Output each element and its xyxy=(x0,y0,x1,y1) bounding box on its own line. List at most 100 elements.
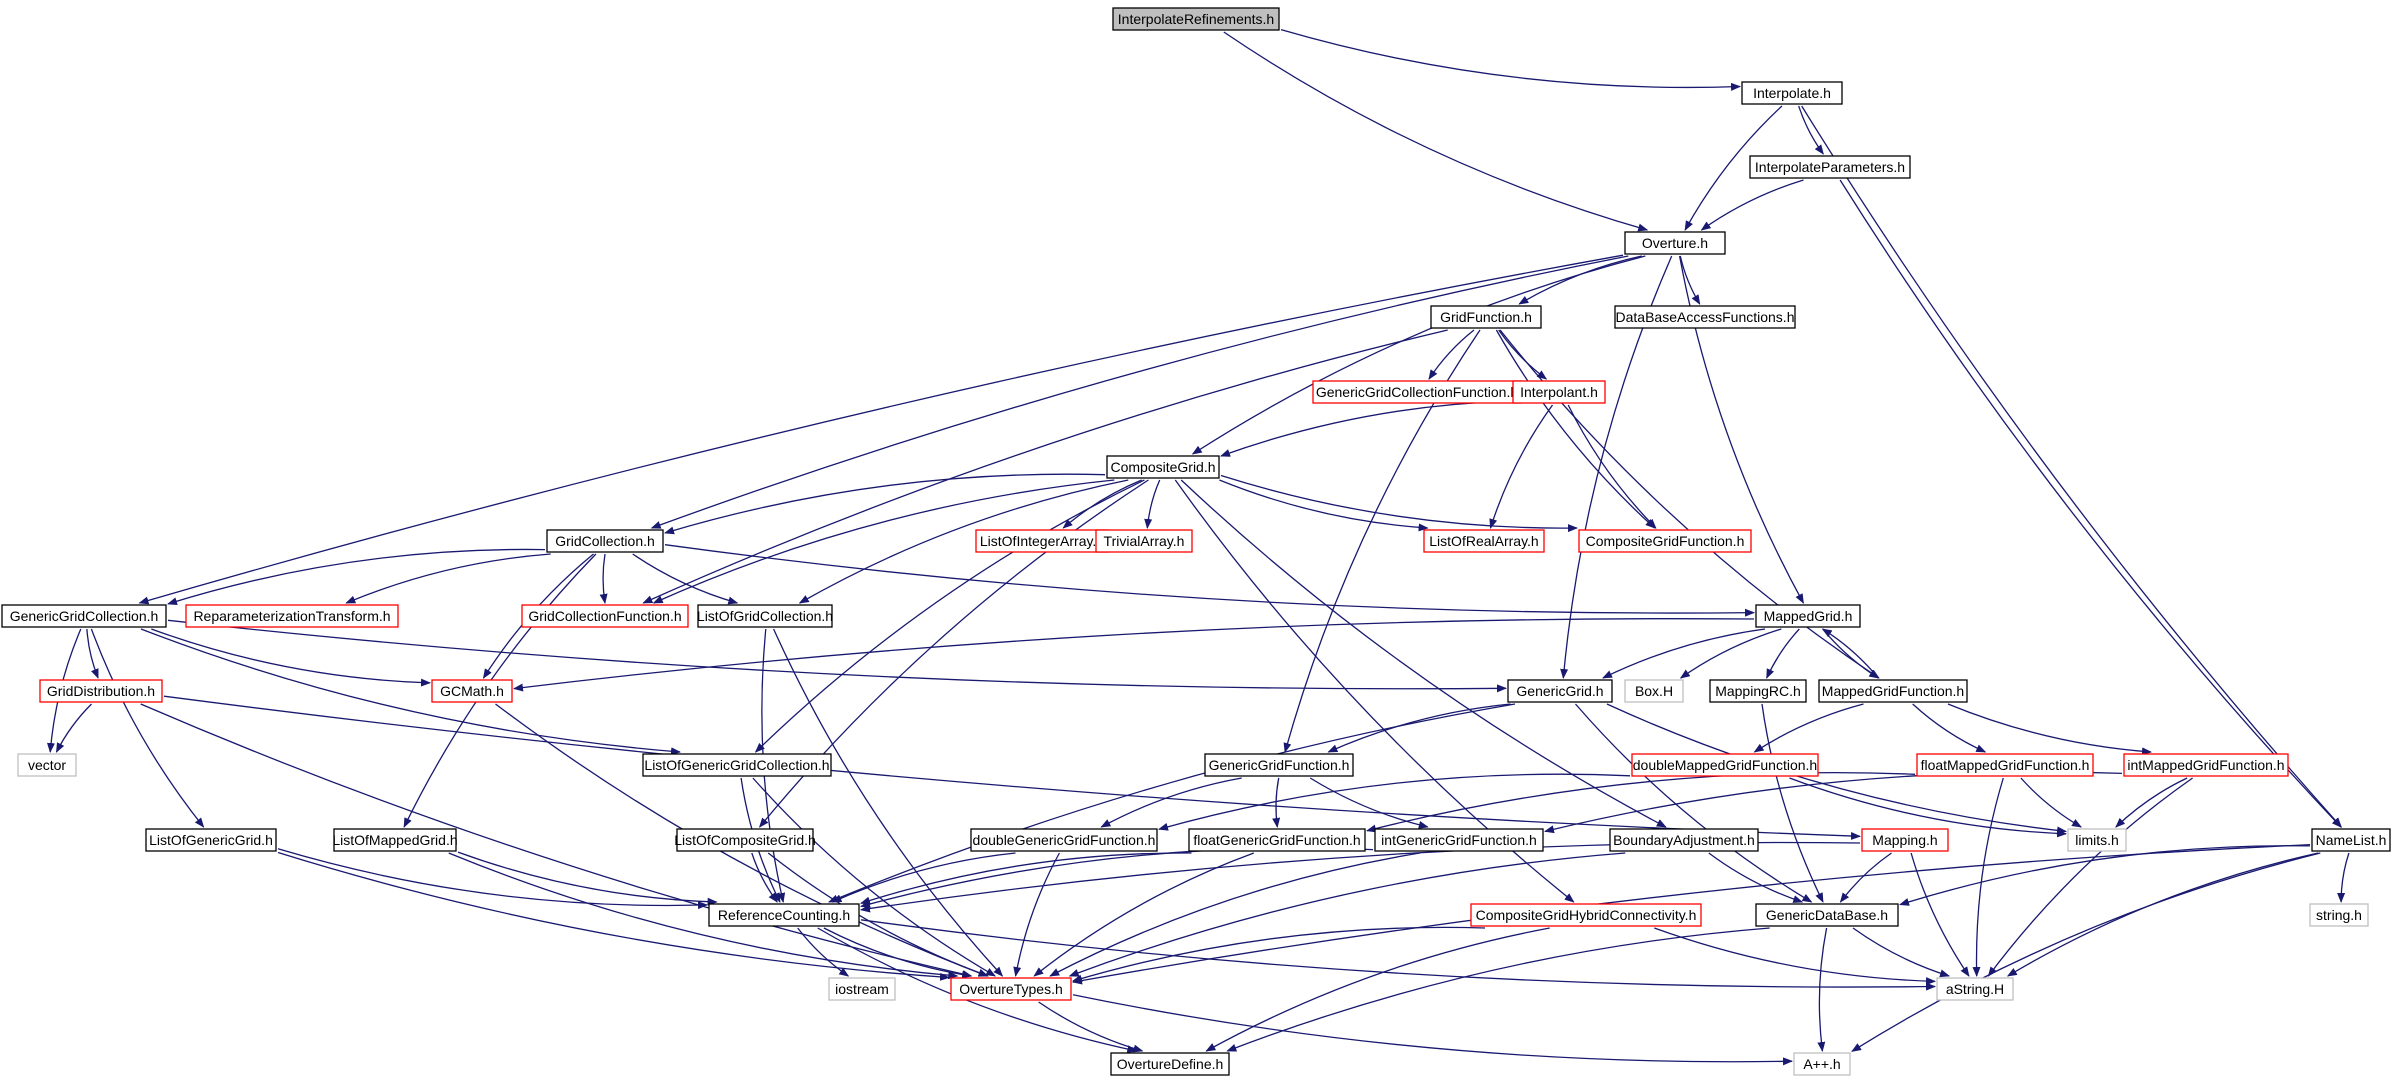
node-overturedefine[interactable]: OvertureDefine.h xyxy=(1110,1052,1230,1076)
node-listofintegerarray[interactable]: ListOfIntegerArray.h xyxy=(975,529,1109,553)
edge-griddistribution-to-vector xyxy=(55,703,92,753)
node-limits[interactable]: limits.h xyxy=(2067,828,2127,852)
node-reparameterization[interactable]: ReparameterizationTransform.h xyxy=(185,604,399,628)
node-genericgridfunction[interactable]: GenericGridFunction.h xyxy=(1204,753,1354,777)
node-genericgrid[interactable]: GenericGrid.h xyxy=(1507,679,1613,703)
node-mappedgrid[interactable]: MappedGrid.h xyxy=(1755,604,1861,628)
node-boundaryadjustment[interactable]: BoundaryAdjustment.h xyxy=(1609,828,1759,852)
node-label-doublegenericgridfunction: doubleGenericGridFunction.h xyxy=(973,832,1156,848)
node-box-overturetypes xyxy=(950,977,1072,1001)
node-intmappedgridfunction[interactable]: intMappedGridFunction.h xyxy=(2123,753,2289,777)
edge-boundaryadjustment-to-overturetypes xyxy=(1068,852,1626,977)
node-mappedgridfunction[interactable]: MappedGridFunction.h xyxy=(1818,679,1968,703)
node-label-genericgridfunction: GenericGridFunction.h xyxy=(1209,757,1350,773)
node-label-listofgenericgrid: ListOfGenericGrid.h xyxy=(149,832,273,848)
node-mapping[interactable]: Mapping.h xyxy=(1861,828,1949,852)
node-interpolateparameters[interactable]: InterpolateParameters.h xyxy=(1749,155,1911,179)
node-box-compositegridhybrid xyxy=(1470,903,1702,927)
node-interpolate[interactable]: Interpolate.h xyxy=(1741,81,1843,105)
node-referencecounting[interactable]: ReferenceCounting.h xyxy=(708,903,860,927)
edge-griddistribution-to-overturetypes xyxy=(140,703,973,978)
node-label-interpolate: Interpolate.h xyxy=(1753,85,1831,101)
edge-overture-to-genericgridcollection xyxy=(138,254,1624,605)
edge-interpolateparameters-to-namelist xyxy=(1839,179,2342,828)
node-intgenericgridfunction[interactable]: intGenericGridFunction.h xyxy=(1374,828,1544,852)
edge-mappedgridfunction-to-intmappedgridfunction xyxy=(1947,703,2152,756)
node-label-griddistribution: GridDistribution.h xyxy=(47,683,155,699)
node-label-listofmappedgrid: ListOfMappedGrid.h xyxy=(332,832,457,848)
node-box[interactable]: Box.H xyxy=(1624,679,1684,703)
node-label-app: A++.h xyxy=(1803,1056,1840,1072)
node-box-floatmappedgridfunction xyxy=(1916,753,2094,777)
node-floatmappedgridfunction[interactable]: floatMappedGridFunction.h xyxy=(1916,753,2094,777)
node-label-compositegridhybrid: CompositeGridHybridConnectivity.h xyxy=(1476,907,1697,923)
node-floatgenericgridfunction[interactable]: floatGenericGridFunction.h xyxy=(1188,828,1366,852)
node-listofrealarray[interactable]: ListOfRealArray.h xyxy=(1423,529,1545,553)
node-label-reparameterization: ReparameterizationTransform.h xyxy=(193,608,390,624)
node-compositegrid[interactable]: CompositeGrid.h xyxy=(1106,455,1220,479)
node-gridcollectionfunction[interactable]: GridCollectionFunction.h xyxy=(521,604,689,628)
node-app[interactable]: A++.h xyxy=(1793,1052,1851,1076)
node-gridcollection[interactable]: GridCollection.h xyxy=(546,529,664,553)
edge-interpolant-to-listofrealarray xyxy=(1489,404,1554,529)
node-label-floatmappedgridfunction: floatMappedGridFunction.h xyxy=(1921,757,2090,773)
node-griddistribution[interactable]: GridDistribution.h xyxy=(39,679,163,703)
edge-intmappedgridfunction-to-limits xyxy=(2115,777,2188,828)
node-genericgridcollectionfunction[interactable]: GenericGridCollectionFunction.h xyxy=(1312,380,1522,404)
node-box-string xyxy=(2309,903,2369,927)
node-gcmath[interactable]: GCMath.h xyxy=(431,679,513,703)
node-compositegridhybrid[interactable]: CompositeGridHybridConnectivity.h xyxy=(1470,903,1702,927)
node-box-compositegrid xyxy=(1106,455,1220,479)
node-label-mappingrc: MappingRC.h xyxy=(1715,683,1801,699)
node-compositegridfunction[interactable]: CompositeGridFunction.h xyxy=(1578,529,1752,553)
node-box-doublemappedgridfunction xyxy=(1631,753,1819,777)
node-box-databaseaccess xyxy=(1614,305,1796,329)
node-box-boundaryadjustment xyxy=(1609,828,1759,852)
edge-interpolate-to-interpolateparameters xyxy=(1798,105,1824,155)
node-doublegenericgridfunction[interactable]: doubleGenericGridFunction.h xyxy=(970,828,1158,852)
node-string[interactable]: string.h xyxy=(2309,903,2369,927)
edge-overture-to-databaseaccess xyxy=(1679,255,1701,305)
edge-interpolant-to-compositegrid xyxy=(1220,400,1512,457)
node-mappingrc[interactable]: MappingRC.h xyxy=(1709,679,1807,703)
node-interpolant[interactable]: Interpolant.h xyxy=(1512,380,1606,404)
node-label-interpolant: Interpolant.h xyxy=(1520,384,1598,400)
node-box-overture xyxy=(1624,231,1726,255)
edge-namelist-to-app xyxy=(1851,852,2321,1052)
node-gridfunction[interactable]: GridFunction.h xyxy=(1430,305,1542,329)
node-box-gridcollection xyxy=(546,529,664,553)
node-trivialarray[interactable]: TrivialArray.h xyxy=(1095,529,1193,553)
node-box-genericdatabase xyxy=(1755,903,1899,927)
node-label-genericgrid: GenericGrid.h xyxy=(1516,683,1603,699)
node-label-listofcompositegrid: ListOfCompositeGrid.h xyxy=(674,832,816,848)
node-box-listofcompositegrid xyxy=(676,828,814,852)
edge-referencecounting-to-astring xyxy=(860,919,1936,991)
node-listofgenericgrid[interactable]: ListOfGenericGrid.h xyxy=(145,828,277,852)
node-genericdatabase[interactable]: GenericDataBase.h xyxy=(1755,903,1899,927)
node-vector[interactable]: vector xyxy=(17,753,77,777)
node-label-limits: limits.h xyxy=(2075,832,2119,848)
node-astring[interactable]: aString.H xyxy=(1936,977,2014,1001)
node-databaseaccess[interactable]: DataBaseAccessFunctions.h xyxy=(1614,305,1796,329)
node-listofcompositegrid[interactable]: ListOfCompositeGrid.h xyxy=(674,828,816,852)
node-label-trivialarray: TrivialArray.h xyxy=(1104,533,1185,549)
node-interpolaterefinements[interactable]: InterpolateRefinements.h xyxy=(1112,7,1280,31)
node-listofgridcollection[interactable]: ListOfGridCollection.h xyxy=(697,604,833,628)
node-iostream[interactable]: iostream xyxy=(828,977,896,1001)
edge-doublemappedgridfunction-to-limits xyxy=(1789,777,2067,838)
node-label-gridfunction: GridFunction.h xyxy=(1440,309,1532,325)
edge-compositegrid-to-listofgridcollection xyxy=(798,479,1129,604)
node-genericgridcollection[interactable]: GenericGridCollection.h xyxy=(1,604,167,628)
node-label-iostream: iostream xyxy=(835,981,889,997)
node-box-listofgridcollection xyxy=(697,604,833,628)
node-listofmappedgrid[interactable]: ListOfMappedGrid.h xyxy=(332,828,458,852)
node-namelist[interactable]: NameList.h xyxy=(2311,828,2391,852)
node-listofgenericgridcollection[interactable]: ListOfGenericGridCollection.h xyxy=(642,753,832,777)
node-doublemappedgridfunction[interactable]: doubleMappedGridFunction.h xyxy=(1631,753,1819,777)
edge-mapping-to-referencecounting xyxy=(860,841,1861,913)
node-overture[interactable]: Overture.h xyxy=(1624,231,1726,255)
edge-referencecounting-to-iostream xyxy=(797,927,850,977)
node-overturetypes[interactable]: OvertureTypes.h xyxy=(950,977,1072,1001)
node-box-mappingrc xyxy=(1709,679,1807,703)
